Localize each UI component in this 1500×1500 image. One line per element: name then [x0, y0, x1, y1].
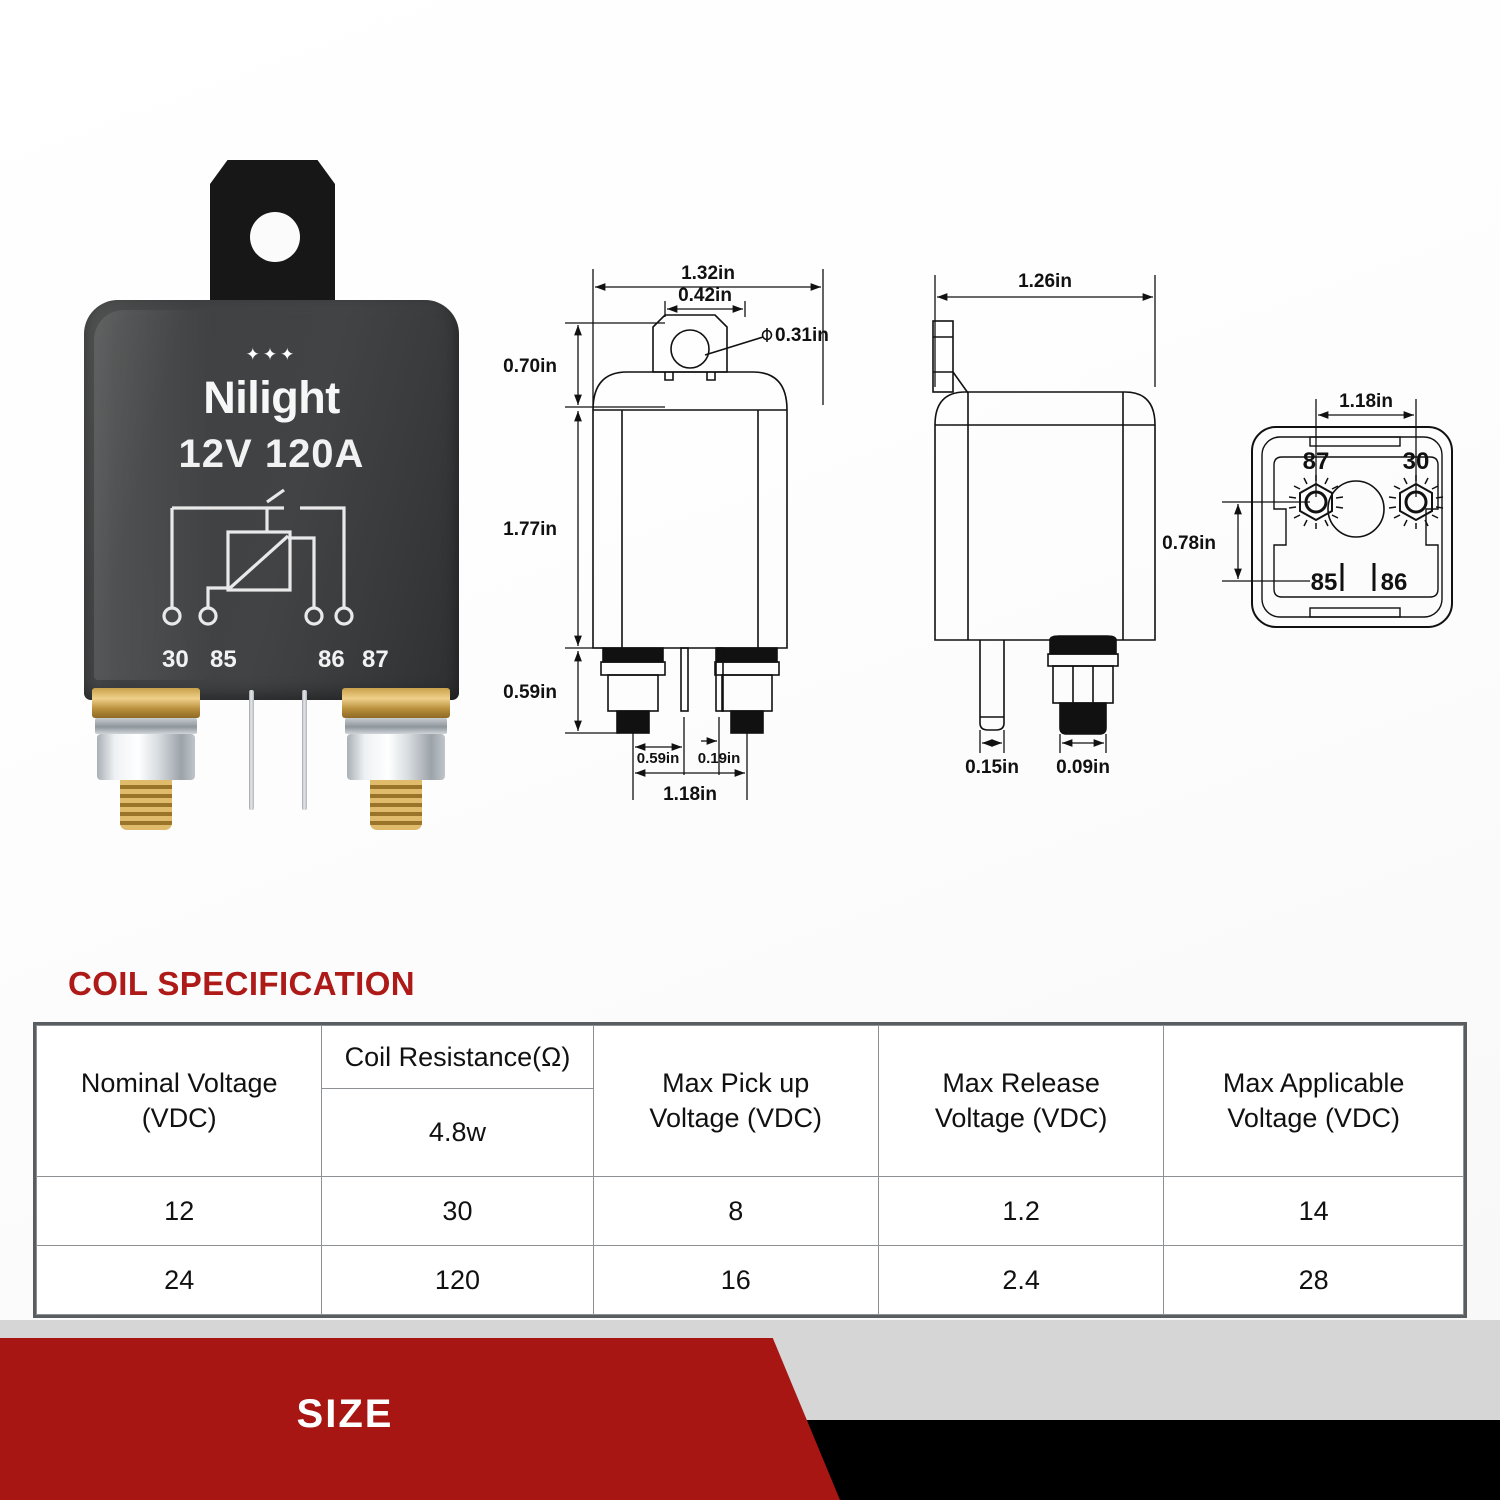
- pin-label-85: 85: [210, 646, 237, 673]
- terminal-label-30: 30: [1403, 448, 1430, 475]
- col-header-coil-resistance: Coil Resistance(Ω) 4.8w: [321, 1025, 594, 1177]
- hex-nut: [347, 734, 445, 780]
- dim-pin-width: 0.15in: [965, 757, 1019, 778]
- cell-nominal-voltage: 24: [35, 1245, 323, 1315]
- cell-max-pickup: 8: [592, 1176, 879, 1246]
- brass-collar: [92, 688, 200, 718]
- dim-body-height: 1.77in: [503, 519, 557, 540]
- threaded-stud: [120, 780, 172, 830]
- table-header-row: Nominal Voltage (VDC) Coil Resistance(Ω)…: [35, 1025, 1464, 1177]
- terminal-label-85: 85: [1311, 569, 1338, 596]
- col-header-max-applicable: Max Applicable Voltage (VDC): [1163, 1025, 1464, 1177]
- brand-logo-label: Nilight: [203, 372, 340, 423]
- relay-product-photo: ✦✦✦ Nilight 12V 120A: [70, 160, 490, 840]
- dim-stud-to-blade: 0.78in: [1162, 533, 1216, 554]
- pin-label-87: 87: [362, 646, 389, 673]
- housing-highlight: [94, 310, 214, 680]
- bottom-view-drawing: 1.18in 0.78in 87 30 85 86: [1160, 385, 1480, 655]
- dim-bottom-stud-spacing: 1.18in: [1339, 391, 1393, 412]
- product-and-drawings-band: ✦✦✦ Nilight 12V 120A: [70, 160, 1480, 840]
- dim-bracket-height: 0.70in: [503, 356, 557, 377]
- col-header-max-applicable-line1: Max Applicable: [1222, 1068, 1405, 1099]
- sparkle-icon: ✦✦✦: [245, 345, 298, 364]
- cell-coil-resistance: 120: [321, 1245, 594, 1315]
- mounting-hole: [250, 212, 300, 262]
- col-header-coil-resistance-label: Coil Resistance(Ω): [322, 1026, 593, 1089]
- footer-red-banner: [0, 1338, 790, 1500]
- coil-specification-title: COIL SPECIFICATION: [68, 965, 415, 1002]
- col-header-max-pickup-line2: Voltage (VDC): [649, 1103, 822, 1133]
- dim-overall-depth: 1.26in: [1018, 271, 1072, 292]
- cell-max-release: 1.2: [877, 1176, 1165, 1246]
- cell-coil-resistance: 30: [321, 1176, 594, 1246]
- terminal-label-86: 86: [1381, 569, 1408, 596]
- dim-pin-gap: 0.19in: [698, 750, 741, 767]
- brass-collar: [342, 688, 450, 718]
- dim-terminal-height: 0.59in: [503, 682, 557, 703]
- cell-max-applicable: 28: [1163, 1245, 1464, 1315]
- footer-banner-label: SIZE: [296, 1392, 394, 1436]
- cell-nominal-voltage: 12: [35, 1176, 323, 1246]
- col-header-max-release: Max Release Voltage (VDC): [877, 1025, 1165, 1177]
- star-washer: [345, 718, 447, 734]
- col-header-max-release-line2: Voltage (VDC): [934, 1103, 1108, 1133]
- col-header-max-release-line1: Max Release: [942, 1068, 1100, 1099]
- coil-specification-table-wrapper: Nominal Voltage (VDC) Coil Resistance(Ω)…: [33, 1022, 1467, 1318]
- hex-nut: [97, 734, 195, 780]
- table-row: 24 120 16 2.4 28: [35, 1245, 1464, 1315]
- col-header-max-pickup: Max Pick up Voltage (VDC): [592, 1025, 879, 1177]
- col-header-nominal-voltage-line1: Nominal Voltage: [80, 1068, 278, 1099]
- relay-schematic-diagram: [162, 488, 382, 640]
- blade-pin-85: [249, 690, 254, 810]
- side-view-drawing: 1.26in 0.15in 0.09in: [905, 255, 1205, 778]
- col-header-max-applicable-line2: Voltage (VDC): [1227, 1103, 1400, 1133]
- stud-terminal-right: [342, 688, 450, 830]
- coil-specification-table: Nominal Voltage (VDC) Coil Resistance(Ω)…: [35, 1025, 1464, 1315]
- dim-stud-width: 0.09in: [1056, 757, 1110, 778]
- terminal-label-87: 87: [1303, 448, 1330, 475]
- voltage-current-rating: 12V 120A: [178, 432, 365, 476]
- pin-label-30: 30: [162, 646, 189, 673]
- cell-max-applicable: 14: [1163, 1176, 1464, 1246]
- blade-pin-86: [302, 690, 307, 810]
- front-view-drawing: 1.32in 0.42in 0.31in 0.70in 1.77in 0.59i…: [503, 255, 875, 815]
- threaded-stud: [370, 780, 422, 830]
- dim-bracket-width: 0.42in: [678, 285, 732, 306]
- dim-hole-diameter: 0.31in: [775, 325, 829, 346]
- stud-terminal-left: [92, 688, 200, 830]
- cell-max-pickup: 16: [592, 1245, 879, 1315]
- star-washer: [95, 718, 197, 734]
- pin-label-86: 86: [318, 646, 345, 673]
- dim-stud-to-pin: 0.59in: [637, 750, 680, 767]
- col-header-coil-resistance-power: 4.8w: [428, 1117, 486, 1148]
- col-header-max-pickup-line1: Max Pick up: [662, 1068, 810, 1099]
- col-header-nominal-voltage-line2: (VDC): [141, 1103, 217, 1133]
- terminal-studs: [84, 688, 459, 838]
- col-header-nominal-voltage: Nominal Voltage (VDC): [35, 1025, 323, 1177]
- dim-stud-spacing: 1.18in: [663, 784, 717, 805]
- dim-overall-width: 1.32in: [681, 263, 735, 284]
- table-row: 12 30 8 1.2 14: [35, 1176, 1464, 1246]
- cell-max-release: 2.4: [877, 1245, 1165, 1315]
